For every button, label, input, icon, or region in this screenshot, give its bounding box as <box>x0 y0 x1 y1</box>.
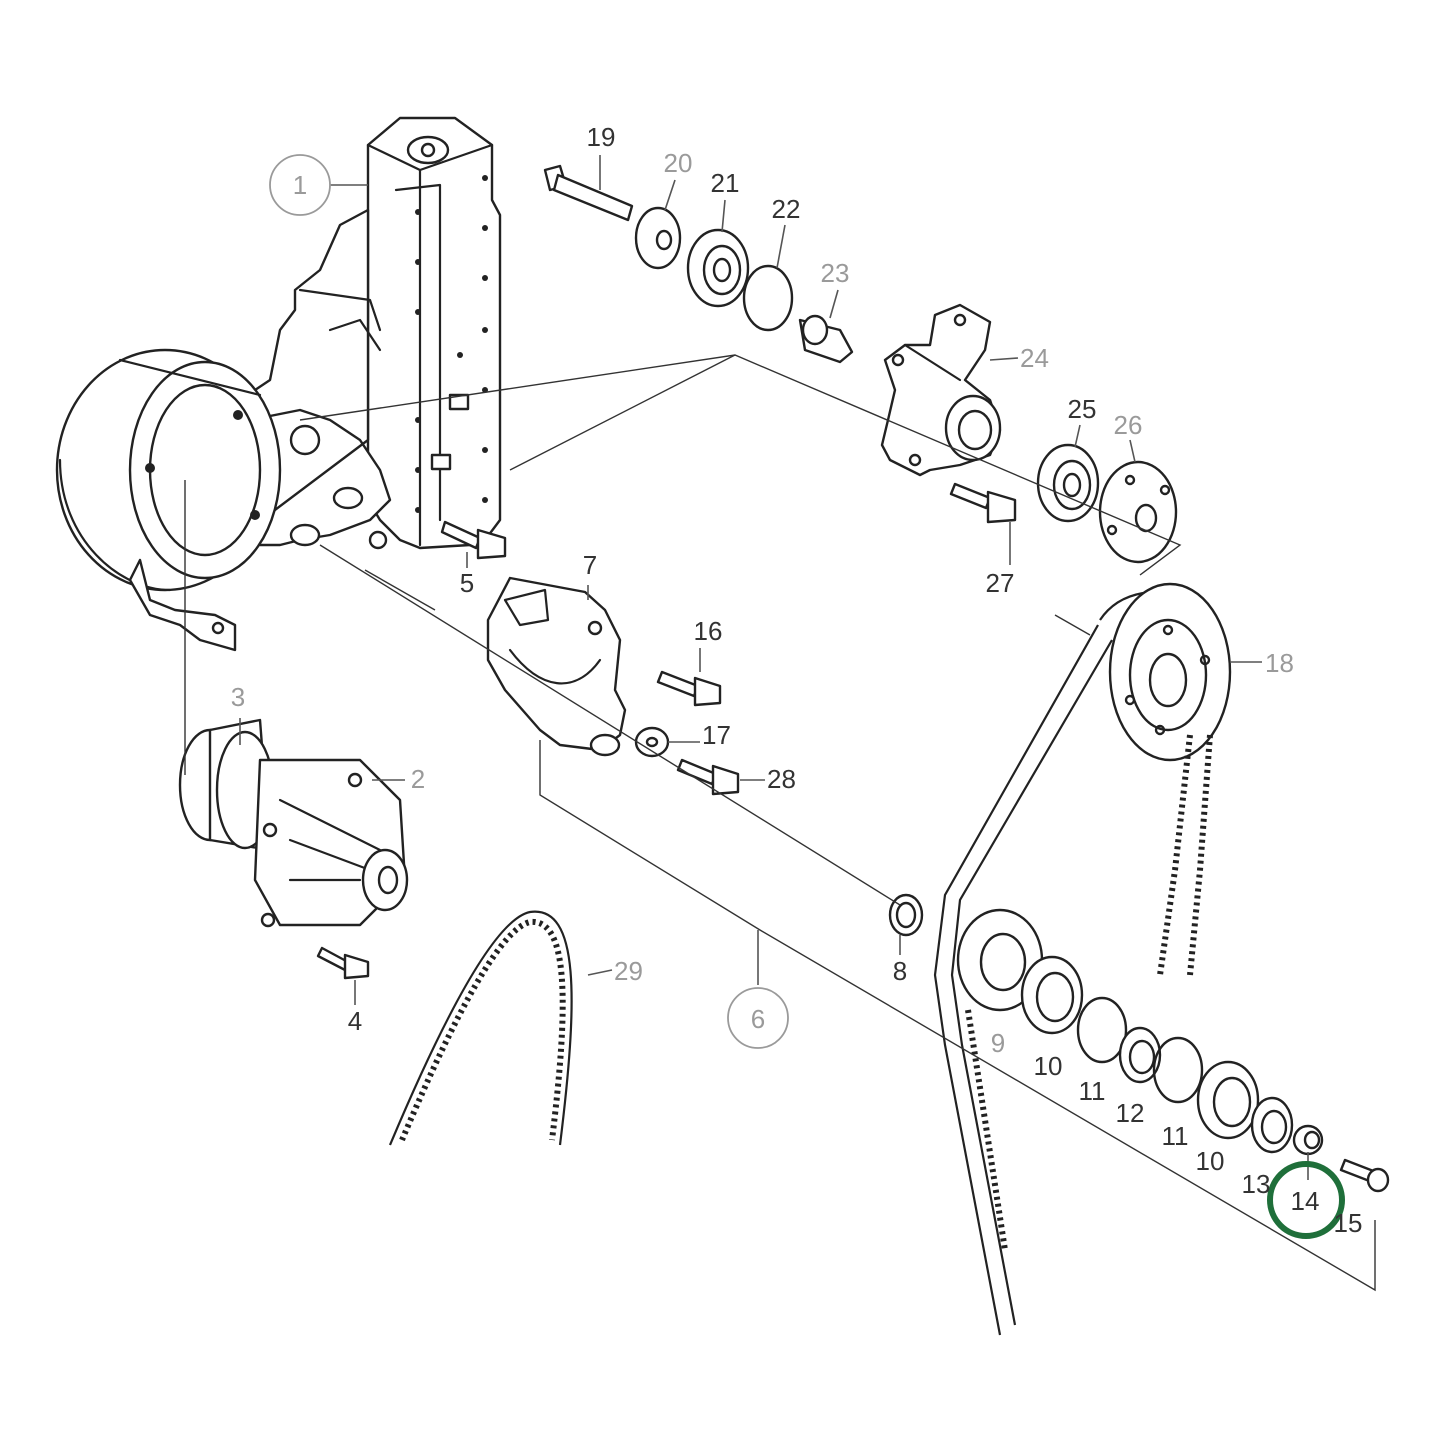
part-1-bracket-housing <box>55 116 502 652</box>
callout-11-a: 11 <box>1079 1076 1106 1106</box>
callout-23: 23 <box>821 258 850 288</box>
part-16-screw <box>656 670 722 707</box>
callout-25: 25 <box>1068 394 1097 424</box>
callout-circle-1 <box>269 154 331 216</box>
callout-6: 6 <box>751 1004 765 1034</box>
part-18-pulley-belt <box>933 582 1232 1336</box>
part-25-bearing <box>1036 443 1100 523</box>
part-27-screw <box>949 482 1017 524</box>
callout-13: 13 <box>1242 1169 1271 1199</box>
part-15-screw <box>1339 1158 1390 1193</box>
part-4-screw <box>316 946 370 980</box>
part-10-bearing-a <box>1020 955 1084 1035</box>
part-28-screw <box>676 758 740 796</box>
callout-2: 2 <box>411 764 425 794</box>
callout-26: 26 <box>1114 410 1143 440</box>
callout-7: 7 <box>583 550 597 580</box>
callout-10-a: 10 <box>1034 1051 1063 1081</box>
callout-24: 24 <box>1020 343 1049 373</box>
callout-3: 3 <box>231 682 245 712</box>
assembly-lines <box>184 354 1376 1292</box>
callout-21: 21 <box>711 168 740 198</box>
part-26-pulley-cover <box>1098 460 1178 564</box>
part-23-sleeve <box>798 314 854 364</box>
highlight-ring-14 <box>1267 1161 1345 1239</box>
part-21-bearing <box>686 228 750 308</box>
callout-11-b: 11 <box>1162 1121 1189 1151</box>
callout-4: 4 <box>348 1006 362 1036</box>
leader-lines <box>239 155 1309 1180</box>
callout-16: 16 <box>694 616 723 646</box>
callout-1: 1 <box>293 170 307 200</box>
callout-22: 22 <box>772 194 801 224</box>
callout-20: 20 <box>664 148 693 178</box>
callout-29: 29 <box>614 956 643 986</box>
part-7-tensioner-plate <box>486 576 627 757</box>
part-14-sleeve <box>1292 1124 1324 1156</box>
part-5-screw <box>440 520 507 560</box>
part-20-washer <box>634 206 682 270</box>
callout-10-b: 10 <box>1196 1146 1225 1176</box>
callout-5: 5 <box>460 568 474 598</box>
callout-14: 14 <box>1291 1186 1320 1216</box>
callout-28: 28 <box>767 764 796 794</box>
part-24-arm-bracket <box>880 303 1002 477</box>
callout-19: 19 <box>587 122 616 152</box>
callout-17: 17 <box>702 720 731 750</box>
part-8-ring <box>888 893 924 937</box>
part-2-3-water-pump <box>178 718 409 928</box>
callout-9: 9 <box>991 1028 1005 1058</box>
part-19-bolt <box>543 164 634 222</box>
part-12-spacer <box>1118 1026 1162 1084</box>
part-9-pulley <box>956 908 1044 1012</box>
callout-27: 27 <box>986 568 1015 598</box>
part-11-circlip-a <box>1076 996 1128 1064</box>
callout-12: 12 <box>1116 1098 1145 1128</box>
part-10-bearing-b <box>1196 1060 1260 1140</box>
part-22-circlip <box>742 264 794 332</box>
part-11-circlip-b <box>1152 1036 1204 1104</box>
callout-18: 18 <box>1265 648 1294 678</box>
callout-15: 15 <box>1334 1208 1363 1238</box>
part-29-belt <box>388 910 573 1146</box>
callout-circle-6 <box>727 987 789 1049</box>
part-13-washer <box>1250 1096 1294 1154</box>
callout-8: 8 <box>893 956 907 986</box>
